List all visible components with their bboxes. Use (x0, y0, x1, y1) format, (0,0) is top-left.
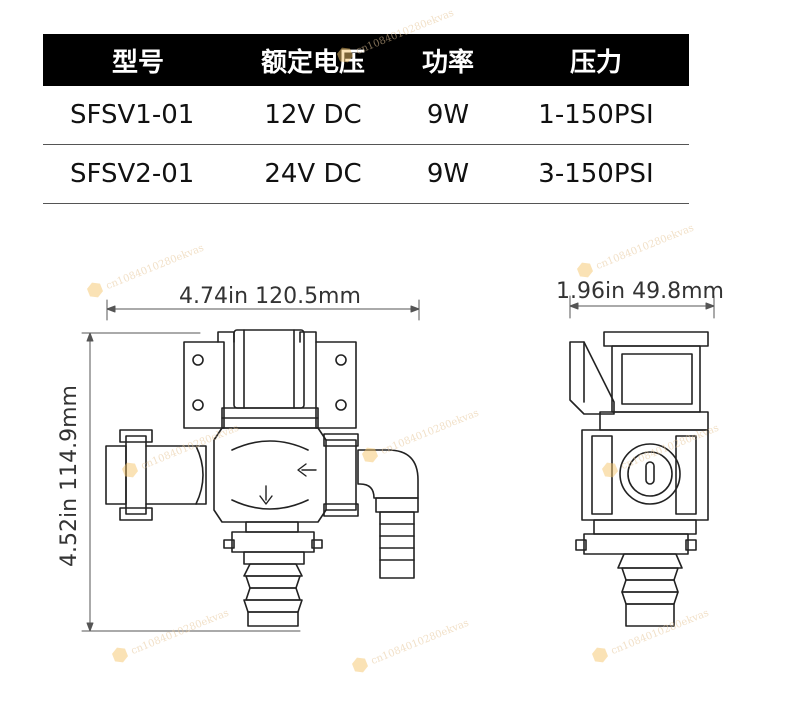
watermark: cn1084010280ekvas (112, 608, 231, 663)
table-row: SFSV1-01 12V DC 9W 1-150PSI (43, 86, 689, 145)
watermark: cn1084010280ekvas (352, 618, 471, 673)
side-view: 1.96in 49.8mm (556, 279, 724, 627)
side-bottom-outlet (575, 533, 697, 627)
right-outlet-elbow (323, 433, 419, 579)
front-height-dimension (81, 332, 301, 632)
cell-pressure: 1-150PSI (538, 100, 654, 130)
side-width-dimension (569, 295, 715, 319)
front-width-label: 4.74in 120.5mm (179, 284, 361, 309)
cell-pressure: 3-150PSI (538, 159, 654, 189)
svg-text:cn1084010280ekvas: cn1084010280ekvas (610, 608, 711, 657)
cell-model: SFSV1-01 (70, 100, 195, 130)
front-height-label: 4.52in 114.9mm (57, 385, 82, 567)
cell-voltage: 12V DC (264, 100, 362, 130)
front-width-dimension (106, 299, 420, 321)
header-pressure: 压力 (569, 47, 622, 78)
watermark: cn1084010280ekvas (602, 423, 721, 478)
spec-table-header: 型号 额定电压 功率 压力 (43, 34, 689, 86)
watermark: cn1084010280ekvas (592, 608, 711, 663)
svg-text:cn1084010280ekvas: cn1084010280ekvas (380, 408, 481, 457)
watermark: cn1084010280ekvas (337, 8, 456, 63)
table-row: SFSV2-01 24V DC 9W 3-150PSI (43, 145, 689, 204)
watermark: cn1084010280ekvas (362, 408, 481, 463)
header-model: 型号 (111, 47, 164, 78)
watermarks: cn1084010280ekvas cn1084010280ekvas cn10… (87, 8, 721, 673)
header-power: 功率 (421, 47, 474, 78)
cell-voltage: 24V DC (264, 159, 362, 189)
cell-power: 9W (426, 100, 470, 130)
side-coil (569, 331, 709, 431)
svg-text:cn1084010280ekvas: cn1084010280ekvas (370, 618, 471, 667)
valve-body (213, 427, 327, 523)
watermark: cn1084010280ekvas (122, 423, 241, 478)
side-width-label: 1.96in 49.8mm (556, 279, 724, 304)
cell-power: 9W (426, 159, 470, 189)
side-valve-body (581, 429, 709, 535)
cell-model: SFSV2-01 (70, 159, 195, 189)
svg-text:cn1084010280ekvas: cn1084010280ekvas (355, 8, 456, 57)
watermark: cn1084010280ekvas (577, 223, 696, 278)
svg-text:cn1084010280ekvas: cn1084010280ekvas (140, 423, 241, 472)
svg-text:cn1084010280ekvas: cn1084010280ekvas (595, 223, 696, 272)
bottom-outlet (223, 521, 323, 627)
front-view: 4.74in 120.5mm 4.52in 114.9mm (57, 284, 420, 632)
spec-table: 型号 额定电压 功率 压力 SFSV1-01 12V DC 9W 1-150PS… (43, 34, 689, 204)
svg-text:cn1084010280ekvas: cn1084010280ekvas (130, 608, 231, 657)
solenoid-coil (221, 329, 319, 429)
mounting-brackets (183, 331, 357, 429)
